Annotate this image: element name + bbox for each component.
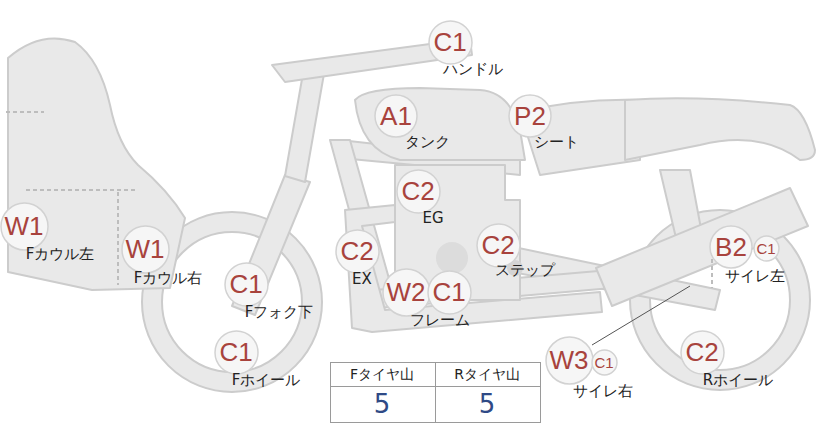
part-name: ステップ — [495, 262, 555, 279]
callout-code: C1 — [594, 355, 613, 370]
callout-code: W1 — [5, 213, 44, 239]
callout-code: W2 — [387, 279, 426, 305]
callout-circle: W1 — [121, 225, 170, 274]
circle-shape — [509, 95, 551, 137]
circle-shape — [710, 226, 752, 268]
callout-circle: W3 — [545, 336, 594, 385]
circle-shape — [215, 331, 258, 374]
callout-code: W3 — [550, 347, 589, 373]
table-cell: 5 — [479, 390, 496, 420]
part-name: Rホイール — [703, 372, 773, 389]
callout-circle: C2 — [680, 330, 725, 375]
part-name: EG — [422, 210, 443, 227]
callout-code: A1 — [380, 103, 412, 129]
circle-shape — [428, 271, 471, 314]
part-name: Fカウル右 — [134, 270, 203, 287]
callout-circle: C2 — [476, 223, 521, 268]
callout-circle: B2 — [709, 225, 753, 269]
circle-shape — [477, 224, 520, 267]
circle-shape — [754, 236, 779, 261]
callout-code: C1 — [432, 279, 465, 305]
circle-shape — [375, 95, 417, 137]
callout-circle: W1 — [0, 202, 49, 251]
circle-shape — [336, 230, 379, 273]
callout-circle: A1 — [374, 94, 418, 138]
callout-code: C1 — [756, 241, 775, 256]
callout-circle: C2 — [396, 169, 441, 214]
part-name: Fホイール — [232, 372, 301, 389]
circle-shape — [397, 170, 440, 213]
part-name: フレーム — [410, 312, 470, 329]
table-cell: 5 — [374, 390, 391, 420]
callout-code: C2 — [340, 238, 373, 264]
part-name: タンク — [405, 134, 450, 151]
circle-shape — [429, 21, 472, 64]
part-name: Fカウル左 — [26, 246, 95, 263]
callout-code: C1 — [219, 339, 252, 365]
table-cell: Rタイヤ山 — [454, 366, 520, 382]
circle-shape — [1, 203, 48, 250]
table-cell: Fタイヤ山 — [350, 366, 414, 382]
part-name: サイレ左 — [725, 268, 785, 285]
callout-code: C2 — [685, 339, 718, 365]
callout-circle: C1 — [214, 330, 259, 375]
callout-circle: C1 — [224, 262, 269, 307]
circle-shape — [225, 263, 268, 306]
circle-shape — [592, 350, 617, 375]
part-name: EX — [352, 271, 372, 288]
callout-circle: P2 — [508, 94, 552, 138]
callout-circle: C2 — [335, 229, 380, 274]
callout-code: C1 — [433, 29, 466, 55]
part-name: シート — [534, 134, 579, 151]
circle-shape — [383, 269, 430, 316]
circle-shape — [681, 331, 724, 374]
callout-code: C2 — [481, 232, 514, 258]
part-name: Fフォク下 — [245, 304, 314, 321]
callout-circle: C1 — [753, 235, 780, 262]
callout-code: B2 — [715, 234, 747, 260]
circle-shape — [546, 337, 593, 384]
callout-code: W1 — [126, 236, 165, 262]
callout-circle: C1 — [428, 20, 473, 65]
callout-code: P2 — [514, 103, 546, 129]
circle-shape — [122, 226, 169, 273]
callout-circle: C1 — [591, 349, 618, 376]
callout-code: C1 — [229, 271, 262, 297]
callout-circle: W2 — [382, 268, 431, 317]
part-name: ハンドル — [443, 61, 503, 78]
part-name: サイレ右 — [573, 383, 633, 400]
callout-circle: C1 — [427, 270, 472, 315]
callout-code: C2 — [401, 178, 434, 204]
